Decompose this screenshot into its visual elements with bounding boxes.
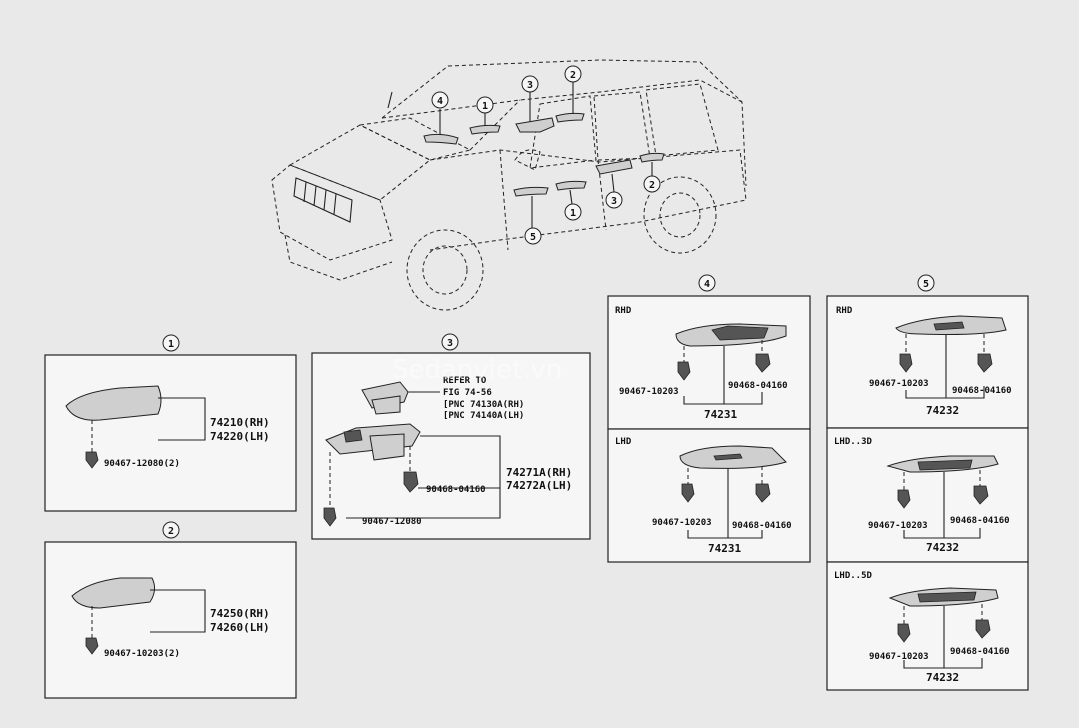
vehicle-part-4 — [423, 109, 459, 145]
panel-1-callout: 1 — [162, 334, 180, 352]
panel-4-rhd-label: RHD — [615, 306, 632, 316]
panel-3-clip: 90467-12080 — [362, 517, 422, 527]
callout-5-vehicle: 5 — [524, 227, 542, 245]
rear-wheel-icon — [643, 176, 717, 254]
panel-5-lhd5-trim — [888, 587, 999, 607]
panel-4-rhd-clip-icon — [677, 361, 691, 381]
panel-3-ref-line4: [PNC 74140A(LH) — [443, 411, 524, 421]
panel-3-nut: 90468-04160 — [426, 485, 486, 495]
panel-3-trim — [325, 423, 421, 461]
panel-5-lhd3-clip: 90467-10203 — [868, 521, 928, 531]
panel-5-lhd5-clip-icon — [897, 623, 911, 643]
panel-5-lhd3-nut-icon — [973, 485, 989, 505]
callout-2-vehicle-top: 2 — [564, 65, 582, 83]
panel-5-callout: 5 — [917, 274, 935, 292]
panel-1-garnish — [65, 385, 162, 421]
panel-3-part-rh: 74271A(RH) — [506, 466, 572, 479]
panel-5-lhd3-nut: 90468-04160 — [950, 516, 1010, 526]
panel-1-clip-icon — [85, 451, 99, 469]
vehicle-part-1-front — [469, 113, 501, 135]
svg-text:2: 2 — [168, 526, 174, 537]
watermark: Sedanviet.vn — [392, 355, 562, 385]
panel-5-lhd3-clip-icon — [897, 489, 911, 509]
panel-3-refer-part — [361, 381, 409, 415]
panel-1: 1 74210(RH) 74220(LH) 90467-12080(2) — [44, 334, 297, 512]
svg-text:1: 1 — [482, 101, 488, 112]
svg-text:1: 1 — [570, 208, 576, 219]
vehicle-part-door-rear — [595, 152, 665, 193]
panel-2-callout: 2 — [162, 521, 180, 539]
svg-text:4: 4 — [437, 96, 443, 107]
svg-text:5: 5 — [530, 232, 536, 243]
panel-2: 2 74250(RH) 74260(LH) 90467-10203(2) — [44, 521, 297, 699]
svg-text:3: 3 — [527, 80, 533, 91]
panel-4-lhd-label: LHD — [615, 437, 632, 447]
panel-3-clip-icon — [323, 507, 337, 527]
callout-2-vehicle-side: 2 — [643, 175, 661, 193]
panel-5-rhd-nut-icon — [977, 353, 993, 373]
svg-text:3: 3 — [447, 338, 453, 349]
panel-5-lhd3-part: 74232 — [926, 541, 959, 554]
panel-2-clip-icon — [85, 637, 99, 655]
panel-5-lhd5-nut-icon — [975, 619, 991, 639]
front-wheel-icon — [406, 229, 484, 311]
callout-1-vehicle-side: 1 — [564, 203, 582, 221]
panel-1-part-rh: 74210(RH) — [210, 416, 270, 429]
panel-4-lhd-nut-icon — [755, 483, 771, 503]
panel-2-part-lh: 74260(LH) — [210, 621, 270, 634]
panel-4-lhd-clip-icon — [681, 483, 695, 503]
panel-4-callout: 4 — [698, 274, 716, 292]
svg-text:2: 2 — [570, 70, 576, 81]
panel-5-rhd-clip-icon — [899, 353, 913, 373]
panel-5-rhd-nut: 90468-04160 — [952, 386, 1012, 396]
panel-2-part-rh: 74250(RH) — [210, 607, 270, 620]
panel-4: 4 RHD 90467-10203 90468-04160 74231 LHD … — [607, 274, 811, 563]
panel-4-lhd-trim — [679, 445, 787, 469]
vehicle-part-3-front — [515, 92, 555, 133]
svg-text:5: 5 — [923, 279, 929, 290]
callout-4-vehicle: 4 — [431, 91, 449, 109]
svg-text:1: 1 — [168, 339, 174, 350]
panel-5-lhd3-trim — [886, 455, 999, 473]
panel-5-rhd-part: 74232 — [926, 404, 959, 417]
callout-3-vehicle-top: 3 — [521, 75, 539, 93]
callout-3-vehicle-side: 3 — [605, 191, 623, 209]
panel-4-rhd-nut: 90468-04160 — [728, 381, 788, 391]
panel-5: 5 RHD 90467-10203 90468-04160 74232 LHD.… — [826, 274, 1029, 691]
panel-5-rhd-clip: 90467-10203 — [869, 379, 929, 389]
panel-3-ref-line2: FIG 74-56 — [443, 388, 492, 398]
panel-4-rhd-part: 74231 — [704, 408, 737, 421]
panel-5-lhd5-label: LHD..5D — [834, 571, 873, 581]
panel-4-rhd-trim — [675, 323, 787, 347]
panel-4-lhd-nut: 90468-04160 — [732, 521, 792, 531]
panel-3-nut-icon — [403, 471, 419, 493]
panel-1-part-lh: 74220(LH) — [210, 430, 270, 443]
svg-text:3: 3 — [611, 196, 617, 207]
vehicle-illustration: 4 1 3 2 1 3 2 5 — [271, 59, 747, 311]
panel-3-part-lh: 74272A(LH) — [506, 479, 572, 492]
panel-5-lhd5-clip: 90467-10203 — [869, 652, 929, 662]
vehicle-part-2 — [555, 82, 585, 123]
panel-4-rhd-nut-icon — [755, 353, 771, 373]
vehicle-part-door-front — [513, 180, 587, 228]
panel-4-lhd-part: 74231 — [708, 542, 741, 555]
panel-1-clip: 90467-12080(2) — [104, 459, 180, 469]
svg-text:2: 2 — [649, 180, 655, 191]
callout-1-vehicle-top: 1 — [476, 96, 494, 114]
panel-5-lhd5-nut: 90468-04160 — [950, 647, 1010, 657]
panel-3: 3 REFER TO FIG 74-56 [PNC 74130A(RH) [PN… — [311, 333, 591, 540]
panel-5-lhd5-part: 74232 — [926, 671, 959, 684]
panel-5-rhd-label: RHD — [836, 306, 853, 316]
panel-3-callout: 3 — [441, 333, 459, 351]
panel-5-lhd3-label: LHD..3D — [834, 437, 873, 447]
panel-4-rhd-clip: 90467-10203 — [619, 387, 679, 397]
grille-icon — [293, 177, 353, 223]
svg-text:4: 4 — [704, 279, 710, 290]
panel-2-clip: 90467-10203(2) — [104, 649, 180, 659]
panel-4-lhd-clip: 90467-10203 — [652, 518, 712, 528]
panel-3-ref-line1: REFER TO — [443, 376, 487, 386]
panel-5-rhd-trim — [895, 315, 1007, 335]
panel-3-ref-line3: [PNC 74130A(RH) — [443, 400, 524, 410]
